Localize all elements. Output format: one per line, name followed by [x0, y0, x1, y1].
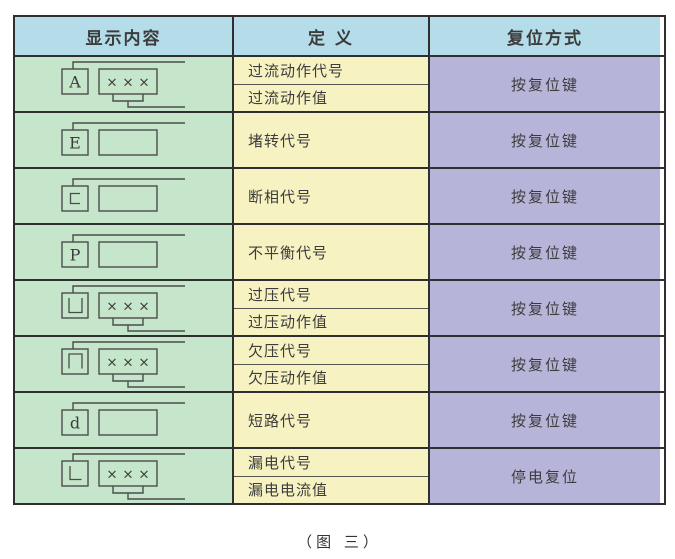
definition-cell: 断相代号	[232, 169, 428, 223]
definition-text: 漏电电流值	[234, 475, 428, 504]
definition-text: 断相代号	[248, 187, 313, 206]
header-definition: 定 义	[232, 17, 428, 55]
display-symbol-cell: P	[15, 225, 232, 279]
header-display-content: 显示内容	[15, 17, 232, 55]
reset-method-cell: 按复位键	[428, 225, 660, 279]
display-symbol-cell: E	[15, 113, 232, 167]
definition-text: 欠压代号	[248, 341, 313, 360]
definition-text: 过流动作代号	[248, 61, 345, 80]
display-symbol-cell: × × ×	[15, 281, 232, 335]
display-code-symbol-icon: × × ×	[60, 341, 185, 388]
svg-text:×: ×	[106, 355, 117, 371]
svg-text:×: ×	[138, 75, 149, 91]
display-code-symbol-icon: A × × ×	[60, 61, 185, 108]
display-code-symbol-icon: P	[60, 234, 185, 268]
svg-text:×: ×	[138, 355, 149, 371]
definition-cell: 欠压代号欠压动作值	[232, 337, 428, 391]
display-code-symbol-icon: E	[60, 122, 185, 156]
reset-method-cell: 按复位键	[428, 57, 660, 111]
svg-text:×: ×	[106, 467, 117, 483]
table-row: 断相代号 按复位键	[15, 167, 664, 223]
svg-text:E: E	[69, 134, 81, 153]
svg-text:d: d	[69, 414, 79, 433]
table-row: A × × × 过流动作代号过流动作值按复位键	[15, 55, 664, 111]
display-symbol-cell: d	[15, 393, 232, 447]
svg-text:×: ×	[122, 467, 133, 483]
definition-text: 漏电代号	[248, 453, 313, 472]
svg-text:×: ×	[122, 355, 133, 371]
definition-text: 过压代号	[248, 285, 313, 304]
svg-text:×: ×	[106, 299, 117, 315]
reset-method-cell: 按复位键	[428, 337, 660, 391]
svg-text:×: ×	[138, 467, 149, 483]
reset-method-cell: 按复位键	[428, 113, 660, 167]
table-row: E 堵转代号 按复位键	[15, 111, 664, 167]
svg-text:A: A	[68, 73, 81, 92]
definition-text: 过流动作值	[234, 83, 428, 112]
display-code-symbol-icon: × × ×	[60, 453, 185, 500]
definition-cell: 过流动作代号过流动作值	[232, 57, 428, 111]
table-row: P 不平衡代号 按复位键	[15, 223, 664, 279]
definition-text: 短路代号	[248, 411, 313, 430]
reset-method-cell: 按复位键	[428, 169, 660, 223]
table-row: × × × 欠压代号欠压动作值按复位键	[15, 335, 664, 391]
table-row: × × × 过压代号过压动作值按复位键	[15, 279, 664, 335]
reset-method-cell: 按复位键	[428, 281, 660, 335]
svg-text:×: ×	[122, 75, 133, 91]
definition-text: 过压动作值	[234, 307, 428, 336]
table-row: × × × 漏电代号漏电电流值停电复位	[15, 447, 664, 503]
display-symbol-cell: × × ×	[15, 337, 232, 391]
display-symbol-cell: × × ×	[15, 449, 232, 503]
definition-text: 不平衡代号	[248, 243, 329, 262]
display-symbol-cell: A × × ×	[15, 57, 232, 111]
definition-text: 欠压动作值	[234, 363, 428, 392]
reset-method-cell: 停电复位	[428, 449, 660, 503]
definition-cell: 堵转代号	[232, 113, 428, 167]
header-reset-method: 复位方式	[428, 17, 660, 55]
table-row: d 短路代号 按复位键	[15, 391, 664, 447]
definition-cell: 漏电代号漏电电流值	[232, 449, 428, 503]
svg-text:P: P	[69, 246, 80, 265]
svg-text:×: ×	[138, 299, 149, 315]
definition-cell: 过压代号过压动作值	[232, 281, 428, 335]
svg-text:×: ×	[106, 75, 117, 91]
display-code-symbol-icon	[60, 178, 185, 212]
definition-cell: 不平衡代号	[232, 225, 428, 279]
definition-cell: 短路代号	[232, 393, 428, 447]
display-symbol-cell	[15, 169, 232, 223]
reset-method-cell: 按复位键	[428, 393, 660, 447]
display-code-symbol-icon: × × ×	[60, 285, 185, 332]
display-code-symbol-icon: d	[60, 402, 185, 436]
svg-text:×: ×	[122, 299, 133, 315]
figure-caption: （图 三）	[297, 533, 382, 551]
table-header-row: 显示内容 定 义 复位方式	[15, 17, 664, 55]
definition-text: 堵转代号	[248, 131, 313, 150]
